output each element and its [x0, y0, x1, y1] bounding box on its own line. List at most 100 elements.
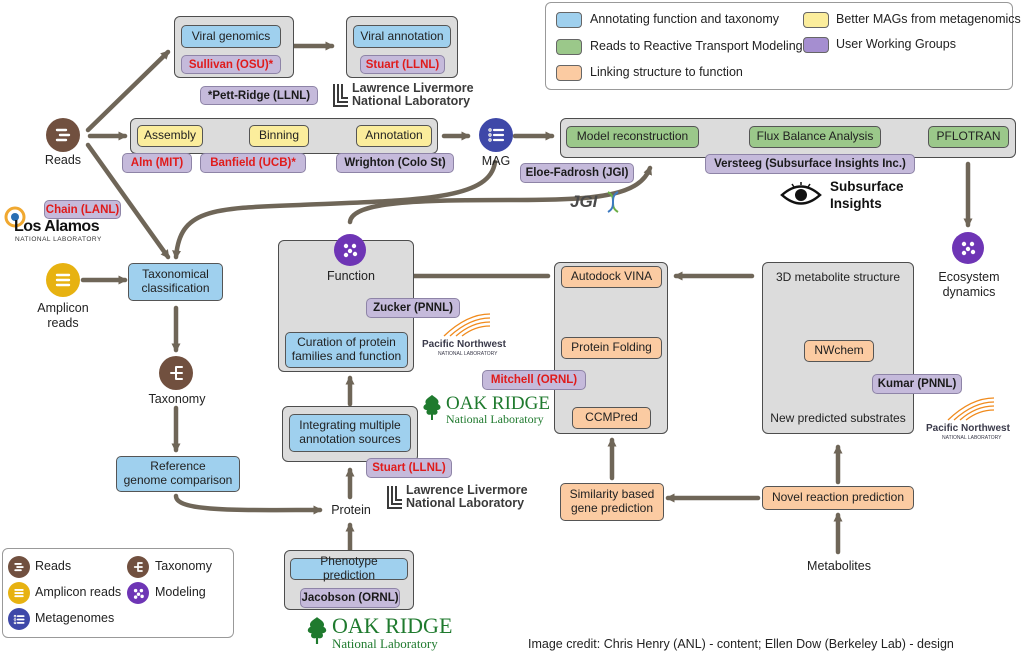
lanl-mark-icon	[4, 206, 26, 228]
binning-box: Binning	[249, 125, 309, 147]
similarity-box: Similarity based gene prediction	[560, 483, 664, 521]
subsurface-insights-logo: Subsurface Insights	[780, 178, 904, 214]
function-label: Function	[327, 269, 375, 283]
legend-swatch-annotating	[556, 12, 582, 28]
nwchem-box: NWchem	[804, 340, 874, 362]
person-wrighton: Wrighton (Colo St)	[336, 153, 454, 173]
mag-label: MAG	[481, 154, 511, 168]
arrow-function-model	[347, 165, 653, 225]
integrating-box: Integrating multiple annotation sources	[289, 414, 411, 452]
legend-swatch-reads-to-rtm	[556, 39, 582, 55]
protein-label: Protein	[331, 503, 371, 517]
annotation-box: Annotation	[356, 125, 432, 147]
icon-legend-reads: Reads	[35, 559, 72, 573]
pnnl-mark-icon	[443, 313, 491, 337]
reference-genome-box: Reference genome comparison	[116, 456, 240, 492]
person-kumar: Kumar (PNNL)	[872, 374, 962, 394]
jgi-logo: JGI	[570, 188, 630, 216]
legend-swatch-working-groups	[803, 37, 829, 53]
person-zucker: Zucker (PNNL)	[366, 298, 460, 318]
icon-legend-taxonomy: Taxonomy	[155, 559, 212, 573]
protein-folding-box: Protein Folding	[561, 337, 662, 359]
arrow-refgen-protein	[173, 493, 323, 515]
icon-legend: Reads Taxonomy Amplicon reads Modeling M…	[2, 548, 234, 638]
ornl-logo-mid: OAK RIDGE National Laboratory	[420, 392, 560, 428]
person-pett-ridge: *Pett-Ridge (LLNL)	[200, 86, 318, 105]
ecosystem-dynamics-label: Ecosystem dynamics	[938, 270, 1000, 299]
llnl-text-1: Lawrence Livermore	[352, 81, 474, 95]
model-reconstruction-box: Model reconstruction	[566, 126, 699, 148]
taxonomy-icon	[127, 556, 149, 578]
reads-node-icon	[46, 118, 80, 152]
pnnl-text-1: Pacific Northwest	[422, 339, 506, 350]
taxonomy-node-icon	[159, 356, 193, 390]
legend-swatch-linking	[556, 65, 582, 81]
llnl-logo-mid: Lawrence Livermore National Laboratory	[386, 483, 536, 512]
eye-icon	[780, 182, 822, 205]
pnnl-text-2: NATIONAL LABORATORY	[942, 435, 1002, 441]
person-chain: Chain (LANL)	[44, 200, 121, 219]
amplicon-reads-label: Amplicon reads	[37, 301, 89, 330]
llnl-text-2: National Laboratory	[352, 94, 471, 108]
function-node-icon	[334, 234, 366, 266]
flux-balance-box: Flux Balance Analysis	[749, 126, 881, 148]
pnnl-logo-right: Pacific Northwest NATIONAL LABORATORY	[924, 396, 1024, 442]
ccmpred-box: CCMPred	[572, 407, 651, 429]
curation-box: Curation of protein families and functio…	[285, 332, 408, 368]
icon-legend-metagenomes: Metagenomes	[35, 611, 115, 625]
icon-legend-modeling: Modeling	[155, 585, 206, 599]
subsurface-text-1: Subsurface	[830, 179, 904, 194]
phenotype-box: Phenotype prediction	[290, 554, 408, 582]
legend-label-reads-to-rtm: Reads to Reactive Transport Modeling	[590, 39, 803, 53]
pnnl-text-2: NATIONAL LABORATORY	[438, 351, 498, 357]
legend-label-working-groups: User Working Groups	[836, 37, 956, 51]
pnnl-logo-mid: Pacific Northwest NATIONAL LABORATORY	[420, 312, 520, 358]
amplicon-node-icon	[46, 263, 80, 297]
image-credit: Image credit: Chris Henry (ANL) - conten…	[528, 637, 954, 651]
ornl-logo-bottom: OAK RIDGE National Laboratory	[304, 614, 454, 654]
ornl-text-1: OAK RIDGE	[332, 613, 453, 638]
legend-label-better-mags: Better MAGs from metagenomics	[836, 12, 1021, 26]
metabolites-label: Metabolites	[807, 559, 871, 573]
person-sullivan: Sullivan (OSU)*	[181, 55, 281, 74]
amplicon-icon	[8, 582, 30, 604]
person-versteeg: Versteeg (Subsurface Insights Inc.)	[705, 154, 915, 174]
reads-label: Reads	[44, 153, 82, 167]
llnl-mark-icon	[333, 84, 348, 107]
person-mitchell: Mitchell (ORNL)	[482, 370, 586, 390]
person-stuart-top: Stuart (LLNL)	[360, 55, 445, 74]
taxonomical-classification-box: Taxonomical classification	[128, 263, 223, 301]
novel-reaction-box: Novel reaction prediction	[762, 486, 914, 510]
ornl-text-2: National Laboratory	[332, 636, 438, 651]
llnl-mark-icon	[387, 486, 402, 509]
llnl-text-2: National Laboratory	[406, 496, 525, 510]
icon-legend-amplicon: Amplicon reads	[35, 585, 122, 599]
person-alm: Alm (MIT)	[122, 153, 192, 173]
arrow-reads-viral	[85, 49, 171, 133]
arrow-reads-taxclass	[85, 142, 171, 260]
lanl-text-1: Los Alamos	[14, 218, 100, 235]
viral-genomics-box: Viral genomics	[181, 25, 281, 48]
mag-node-icon	[479, 118, 513, 152]
llnl-logo-top: Lawrence Livermore National Laboratory	[332, 81, 482, 110]
autodock-box: Autodock VINA	[561, 266, 662, 288]
legend-label-annotating: Annotating function and taxonomy	[590, 12, 780, 26]
modeling-icon	[127, 582, 149, 604]
person-banfield: Banfield (UCB)*	[200, 153, 306, 173]
person-stuart-mid: Stuart (LLNL)	[366, 458, 452, 478]
person-eloe-fadrosh: Eloe-Fadrosh (JGI)	[520, 163, 634, 183]
lanl-logo: Los Alamos NATIONAL LABORATORY	[2, 204, 102, 246]
pnnl-mark-icon	[947, 397, 995, 421]
ornl-text-1: OAK RIDGE	[446, 393, 550, 414]
llnl-text-1: Lawrence Livermore	[406, 483, 528, 497]
ornl-text-2: National Laboratory	[446, 412, 544, 426]
arrow-mag-taxclass	[172, 159, 498, 260]
oak-leaf-icon	[423, 395, 441, 420]
legend-label-linking: Linking structure to function	[590, 65, 743, 79]
pnnl-text-1: Pacific Northwest	[926, 423, 1010, 434]
subsurface-text-2: Insights	[830, 196, 882, 211]
ecosystem-node-icon	[952, 232, 984, 264]
lanl-text-2: NATIONAL LABORATORY	[15, 236, 102, 243]
jgi-text: JGI	[570, 192, 598, 211]
